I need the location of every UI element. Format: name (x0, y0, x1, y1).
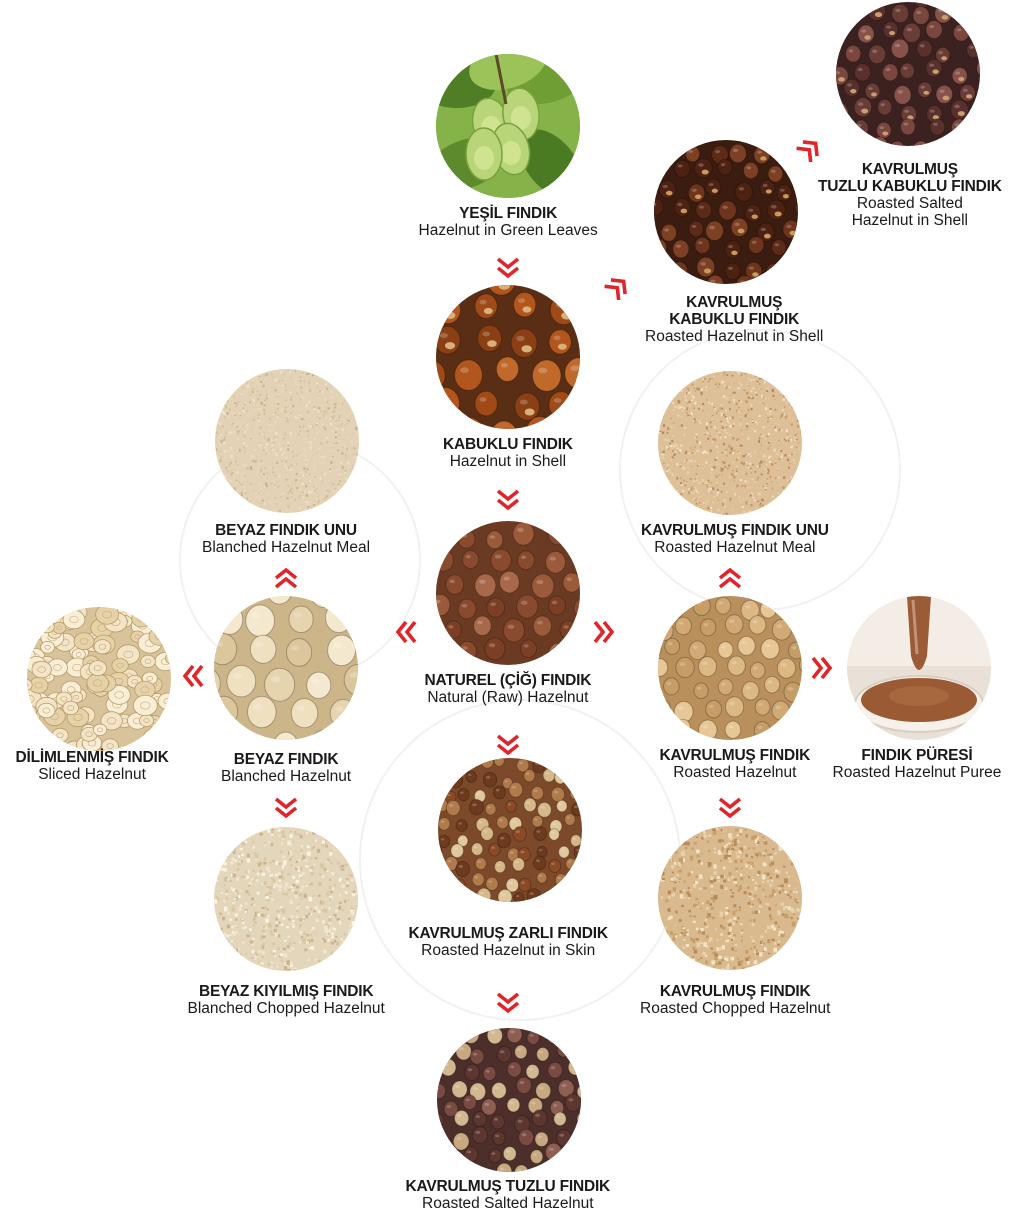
turkish-name: YEŞİL FINDIK (419, 205, 598, 222)
turkish-name: KAVRULMUŞ FINDIK (660, 747, 811, 764)
turkish-name: KAVRULMUŞ FINDIK UNU (641, 522, 829, 539)
chevron-right-icon (590, 619, 618, 645)
chevron-up-icon (272, 565, 300, 591)
turkish-name: KABUKLU FINDIK (443, 436, 573, 453)
chevron-up-right-icon (796, 136, 824, 162)
chevron-down-icon (716, 795, 744, 821)
turkish-name: KABUKLU FINDIK (645, 311, 823, 328)
turkish-name: NATUREL (ÇİĞ) FINDIK (425, 672, 592, 689)
english-name: Roasted Hazelnut in Skin (409, 942, 608, 959)
chevron-up-icon (716, 565, 744, 591)
green-hazelnut-leaves-photo (436, 54, 580, 198)
chevron-left-icon (392, 619, 420, 645)
roasted-salted-hazelnut-in-shell-photo (836, 2, 980, 146)
roasted-salted-hazelnut-photo (437, 1028, 581, 1172)
english-name: Roasted Salted (818, 195, 1002, 212)
hazelnut-puree-photo (847, 596, 991, 740)
roasted-hazelnut-meal-photo (658, 371, 802, 515)
chevron-down-icon (494, 255, 522, 281)
turkish-name: DİLİMLENMİŞ FINDIK (16, 749, 169, 766)
roasted-hazelnut-in-skin-photo (438, 758, 582, 902)
blanched-hazelnut-photo (214, 596, 358, 740)
english-name: Roasted Chopped Hazelnut (640, 1000, 830, 1017)
hazelnut-in-shell-photo (436, 285, 580, 429)
roasted-chopped-hazelnut-photo (658, 826, 802, 970)
sliced-hazelnut-photo (27, 607, 171, 751)
english-name: Hazelnut in Green Leaves (419, 222, 598, 239)
turkish-name: TUZLU KABUKLU FINDIK (818, 178, 1002, 195)
english-name: Sliced Hazelnut (16, 766, 169, 783)
turkish-name: BEYAZ FINDIK (221, 751, 351, 768)
english-name: Hazelnut in Shell (443, 453, 573, 470)
turkish-name: KAVRULMUŞ FINDIK (640, 983, 830, 1000)
chevron-down-icon (494, 990, 522, 1016)
english-name: Natural (Raw) Hazelnut (425, 689, 592, 706)
english-name: Roasted Hazelnut in Shell (645, 328, 823, 345)
english-name: Blanched Hazelnut (221, 768, 351, 785)
english-name: Blanched Hazelnut Meal (202, 539, 370, 556)
english-name: Roasted Salted Hazelnut (406, 1195, 611, 1212)
turkish-name: KAVRULMUŞ (818, 161, 1002, 178)
turkish-name: KAVRULMUŞ (645, 294, 823, 311)
turkish-name: KAVRULMUŞ TUZLU FINDIK (406, 1178, 611, 1195)
english-name: Blanched Chopped Hazelnut (188, 1000, 385, 1017)
roasted-hazelnut-in-shell-photo (654, 140, 798, 284)
chevron-down-icon (272, 795, 300, 821)
chevron-up-right-icon (604, 274, 632, 300)
chevron-right-icon (808, 655, 836, 681)
turkish-name: FINDIK PÜRESİ (833, 747, 1002, 764)
english-name: Roasted Hazelnut Meal (641, 539, 829, 556)
roasted-hazelnut-photo (658, 596, 802, 740)
chevron-down-icon (494, 732, 522, 758)
chevron-down-icon (494, 487, 522, 513)
chevron-left-icon (179, 663, 207, 689)
turkish-name: BEYAZ FINDIK UNU (202, 522, 370, 539)
blanched-chopped-hazelnut-photo (214, 827, 358, 971)
turkish-name: KAVRULMUŞ ZARLI FINDIK (409, 925, 608, 942)
english-name: Roasted Hazelnut (660, 764, 811, 781)
raw-hazelnut-photo (436, 521, 580, 665)
english-name: Roasted Hazelnut Puree (833, 764, 1002, 781)
blanched-hazelnut-meal-photo (215, 369, 359, 513)
english-name: Hazelnut in Shell (818, 212, 1002, 229)
turkish-name: BEYAZ KIYILMIŞ FINDIK (188, 983, 385, 1000)
